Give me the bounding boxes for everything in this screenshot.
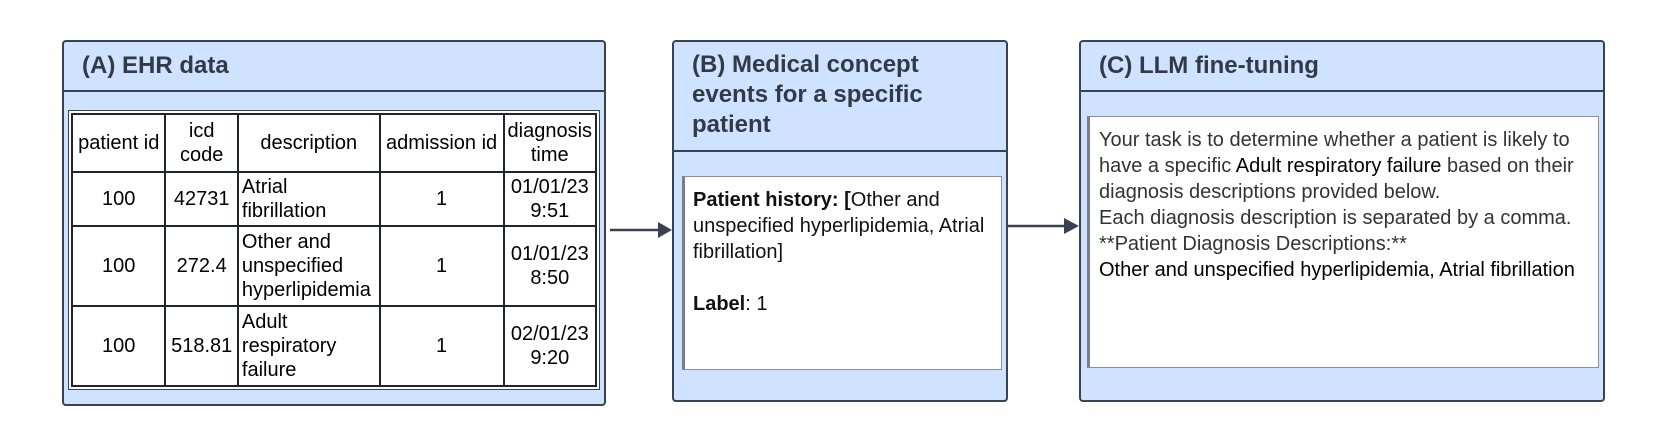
header-description: description bbox=[236, 113, 381, 173]
prompt-task-pre: Your task is to determine whether a pati… bbox=[1099, 129, 1570, 177]
cell-admission-id: 1 bbox=[378, 225, 505, 307]
header-patient-id: patient id bbox=[70, 113, 167, 173]
table-row: 100 518.81 Adult respiratory failure 1 0… bbox=[70, 305, 598, 387]
prompt-line-separator: Each diagnosis description is separated … bbox=[1099, 207, 1572, 229]
cell-admission-id: 1 bbox=[378, 170, 505, 228]
header-icd-code: icd code bbox=[164, 113, 239, 173]
arrow-a-to-b-icon bbox=[610, 222, 672, 238]
prompt-line-heading: **Patient Diagnosis Descriptions:** bbox=[1099, 233, 1407, 255]
cell-patient-id: 100 bbox=[70, 225, 167, 307]
cell-patient-id: 100 bbox=[70, 305, 167, 387]
medical-concept-panel: (B) Medical concept events for a specifi… bbox=[672, 40, 1008, 402]
prompt-line-descriptions: Other and unspecified hyperlipidemia, At… bbox=[1099, 259, 1575, 281]
label-value: : 1 bbox=[745, 293, 768, 315]
cell-icd-code: 42731 bbox=[164, 170, 239, 228]
header-diagnosis-time: diagnosis time bbox=[502, 113, 598, 173]
patient-history-value: Other and unspecified hyperlipidemia, At… bbox=[693, 189, 985, 263]
cell-diagnosis-time: 01/01/23 8:50 bbox=[502, 225, 598, 307]
ehr-data-panel: (A) EHR data patient id icd code descrip… bbox=[62, 40, 606, 406]
table-header-row: patient id icd code description admissio… bbox=[70, 113, 598, 173]
patient-history-box: Patient history: [Other and unspecified … bbox=[682, 176, 1002, 370]
table-row: 100 272.4 Other and unspecified hyperlip… bbox=[70, 225, 598, 307]
cell-patient-id: 100 bbox=[70, 170, 167, 228]
cell-diagnosis-time: 01/01/23 9:51 bbox=[502, 170, 598, 228]
prompt-line-task: Your task is to determine whether a pati… bbox=[1099, 127, 1589, 205]
arrow-b-to-c-icon bbox=[1008, 218, 1079, 234]
ehr-table: patient id icd code description admissio… bbox=[70, 113, 598, 387]
table-row: 100 42731 Atrial fibrillation 1 01/01/23… bbox=[70, 170, 598, 228]
patient-history-text: Patient history: [Other and unspecified … bbox=[693, 187, 993, 265]
label-line: Label: 1 bbox=[693, 291, 993, 317]
prompt-task-post: based on their diagnosis descriptions pr… bbox=[1099, 155, 1574, 203]
cell-diagnosis-time: 02/01/23 9:20 bbox=[502, 305, 598, 387]
prompt-task-term: Adult respiratory failure bbox=[1235, 155, 1442, 177]
header-admission-id: admission id bbox=[378, 113, 505, 173]
ehr-data-title: (A) EHR data bbox=[64, 42, 604, 92]
llm-fine-tuning-panel: (C) LLM fine-tuning Your task is to dete… bbox=[1079, 40, 1605, 402]
cell-icd-code: 518.81 bbox=[164, 305, 239, 387]
label-key: Label bbox=[693, 293, 746, 315]
ehr-table-container: patient id icd code description admissio… bbox=[68, 110, 600, 390]
cell-description: Other and unspecified hyperlipidemia bbox=[236, 225, 381, 307]
medical-concept-title: (B) Medical concept events for a specifi… bbox=[674, 42, 1006, 152]
cell-admission-id: 1 bbox=[378, 305, 505, 387]
cell-description: Atrial fibrillation bbox=[236, 170, 381, 228]
cell-icd-code: 272.4 bbox=[164, 225, 239, 307]
cell-description: Adult respiratory failure bbox=[236, 305, 381, 387]
prompt-box: Your task is to determine whether a pati… bbox=[1087, 116, 1599, 368]
patient-history-label: Patient history: [ bbox=[693, 189, 851, 211]
llm-fine-tuning-title: (C) LLM fine-tuning bbox=[1081, 42, 1603, 92]
